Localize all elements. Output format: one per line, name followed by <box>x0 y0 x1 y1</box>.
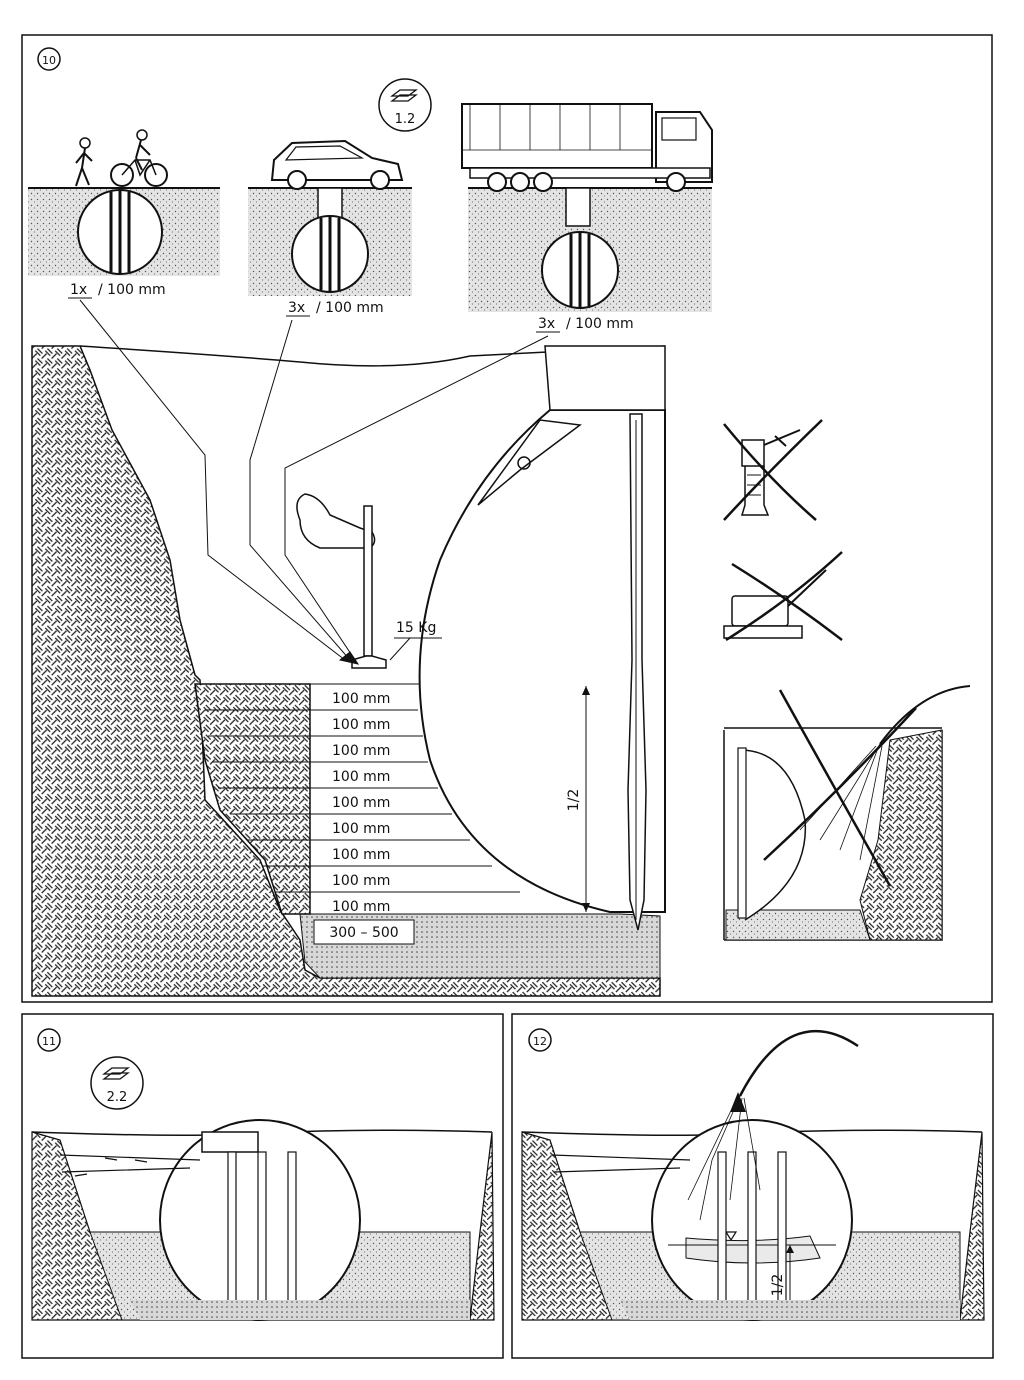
svg-text:15 Kg: 15 Kg <box>396 620 436 636</box>
book-icon <box>102 1067 130 1080</box>
plate-compactor-icon <box>723 569 827 639</box>
vibratory-rammer-icon <box>740 429 801 516</box>
svg-text:100 mm: 100 mm <box>332 795 390 811</box>
svg-text:100 mm: 100 mm <box>332 691 390 707</box>
svg-text:10: 10 <box>42 54 56 67</box>
panel-10-frame <box>21 34 993 1003</box>
manual-reference-1-2: 1.2 <box>378 78 432 132</box>
excavation-cross-section-12: 1/2 <box>521 1030 985 1321</box>
book-icon <box>390 89 418 102</box>
water-hose-icon <box>687 1030 859 1221</box>
cross-mark-icon <box>723 419 823 521</box>
svg-text:100 mm: 100 mm <box>332 743 390 759</box>
svg-text:/ 100 mm: / 100 mm <box>98 282 166 298</box>
car-icon <box>270 139 404 190</box>
step-badge-10: 10 <box>37 47 61 71</box>
load-case-pedestrian: 1x / 100 mm <box>28 129 220 299</box>
water-hose-prohibited <box>723 685 971 942</box>
tank-dome <box>544 345 666 411</box>
water-hose-icon <box>799 685 971 861</box>
svg-text:300 – 500: 300 – 500 <box>329 925 398 941</box>
svg-text:/ 100 mm: / 100 mm <box>566 316 634 332</box>
svg-text:100 mm: 100 mm <box>332 821 390 837</box>
tank-large <box>418 409 666 913</box>
svg-text:1x: 1x <box>70 282 87 298</box>
leader-lines <box>79 299 549 665</box>
bicycle-icon <box>110 129 168 187</box>
load-case-truck: 3x / 100 mm <box>461 103 713 333</box>
svg-text:100 mm: 100 mm <box>332 873 390 889</box>
plate-compactor-prohibited <box>723 551 843 642</box>
svg-text:1.2: 1.2 <box>395 112 416 127</box>
tank-lifting-lug <box>477 419 582 506</box>
step-badge-12: 12 <box>528 1028 552 1052</box>
svg-text:100 mm: 100 mm <box>332 769 390 785</box>
vibratory-rammer-prohibited <box>723 419 823 521</box>
svg-text:/ 100 mm: / 100 mm <box>316 300 384 316</box>
cross-mark-icon <box>725 551 843 642</box>
truck-icon <box>461 103 713 192</box>
fill-height-dimension: 1/2 <box>566 686 590 912</box>
svg-text:1/2: 1/2 <box>770 1274 786 1297</box>
step-badge-11: 11 <box>37 1028 61 1052</box>
terrain-surface-line <box>79 345 666 367</box>
base-width-dimension: 300 – 500 <box>313 919 415 945</box>
excavation-cross-section-11 <box>31 1119 495 1321</box>
layer-lines <box>200 683 620 915</box>
pedestrian-icon <box>75 137 93 187</box>
compacted-layers <box>194 683 311 915</box>
svg-text:3x: 3x <box>288 300 305 316</box>
cross-mark-icon <box>763 689 917 887</box>
panel-11-frame <box>21 1013 504 1359</box>
panel-12-frame <box>511 1013 994 1359</box>
svg-text:3x: 3x <box>538 316 555 332</box>
load-case-car: 3x / 100 mm <box>248 139 412 317</box>
anchor-strap <box>627 413 647 931</box>
svg-text:100 mm: 100 mm <box>332 847 390 863</box>
svg-text:12: 12 <box>533 1035 547 1048</box>
svg-text:2.2: 2.2 <box>107 1090 128 1105</box>
svg-text:1/2: 1/2 <box>566 789 582 812</box>
layer-thickness-labels: 100 mm 100 mm 100 mm 100 mm 100 mm 100 m… <box>332 691 390 915</box>
svg-text:100 mm: 100 mm <box>332 899 390 915</box>
svg-text:100 mm: 100 mm <box>332 717 390 733</box>
svg-text:11: 11 <box>42 1035 56 1048</box>
manual-reference-2-2: 2.2 <box>90 1056 144 1110</box>
hand-tamper-icon: 15 Kg <box>296 493 442 669</box>
